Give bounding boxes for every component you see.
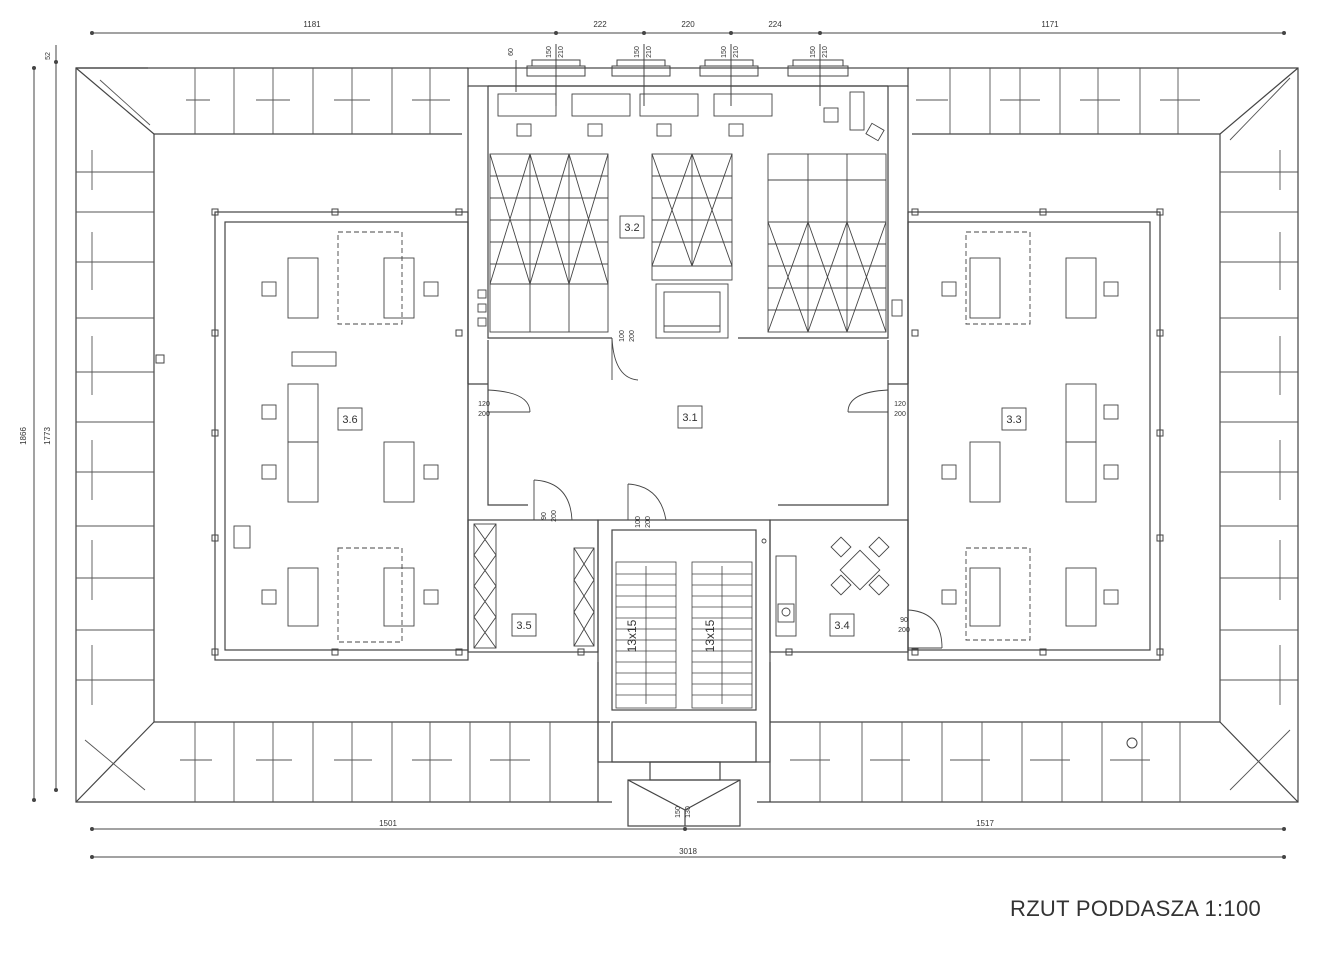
dim-top-4: 224 bbox=[768, 20, 782, 29]
roof-panels bbox=[76, 68, 1298, 802]
door-label: 120 bbox=[894, 401, 906, 408]
office-3-6-furniture bbox=[233, 231, 439, 643]
dim-bottom-total: 3018 bbox=[679, 847, 697, 856]
dim-top-1: 1181 bbox=[303, 20, 321, 29]
dim-left-outer: 1866 bbox=[19, 427, 28, 445]
dim-bottom-1: 1501 bbox=[379, 819, 397, 828]
dim-bottom-2: 1517 bbox=[976, 819, 994, 828]
window-label: 150 bbox=[634, 46, 641, 58]
doors bbox=[487, 337, 943, 649]
dim-top-2: 222 bbox=[593, 20, 607, 29]
room-label-3-2: 3.2 bbox=[624, 222, 639, 234]
door-label: 200 bbox=[898, 627, 910, 634]
room-label-3-1: 3.1 bbox=[682, 412, 697, 424]
dim-top-3: 220 bbox=[681, 20, 695, 29]
archive-furniture bbox=[477, 91, 903, 339]
door-label: 200 bbox=[645, 516, 652, 528]
room-label-3-4: 3.4 bbox=[834, 620, 849, 632]
dimension-ticks bbox=[32, 31, 1286, 859]
door-label: 200 bbox=[894, 411, 906, 418]
window-label: 60 bbox=[508, 48, 515, 56]
room-labels bbox=[337, 215, 1027, 637]
stair-label-right: 13x15 bbox=[703, 619, 717, 652]
window-label: 150 bbox=[810, 46, 817, 58]
window-labels: 60 150 210 150 210 150 210 150 210 bbox=[508, 46, 829, 58]
door-label: 200 bbox=[478, 411, 490, 418]
dim-left-inner: 1773 bbox=[43, 427, 52, 445]
window-label: 210 bbox=[646, 46, 653, 58]
office-3-3-furniture bbox=[941, 231, 1119, 641]
roof-outline bbox=[75, 67, 1299, 803]
dim-left-small: 52 bbox=[45, 52, 52, 60]
window-label: 150 bbox=[546, 46, 553, 58]
staircase bbox=[615, 561, 753, 709]
door-label: 90 bbox=[900, 617, 908, 624]
door-label: 100 bbox=[619, 330, 626, 342]
vent-icon bbox=[1126, 737, 1138, 749]
room-3-4-furniture bbox=[761, 536, 890, 637]
door-label: 150 bbox=[675, 806, 682, 818]
room-label-3-6: 3.6 bbox=[342, 414, 357, 426]
door-label: 200 bbox=[629, 330, 636, 342]
stair-label-left: 13x15 bbox=[625, 619, 639, 652]
room-3-5-furniture bbox=[473, 523, 595, 649]
dim-top-5: 1171 bbox=[1041, 20, 1059, 29]
door-label: 130 bbox=[685, 806, 692, 818]
door-label: 200 bbox=[551, 510, 558, 522]
door-labels: 120 200 120 200 100 200 90 200 100 200 9… bbox=[478, 330, 910, 818]
dimension-lines bbox=[33, 32, 1284, 858]
room-label-3-5: 3.5 bbox=[516, 620, 531, 632]
door-label: 90 bbox=[541, 512, 548, 520]
walls bbox=[214, 67, 1161, 827]
window-label: 150 bbox=[721, 46, 728, 58]
window-label: 210 bbox=[733, 46, 740, 58]
door-label: 120 bbox=[478, 401, 490, 408]
columns bbox=[155, 208, 1164, 656]
dormer-windows bbox=[515, 44, 849, 106]
door-label: 100 bbox=[635, 516, 642, 528]
plan-title: RZUT PODDASZA 1:100 bbox=[1010, 896, 1262, 921]
room-label-3-3: 3.3 bbox=[1006, 414, 1021, 426]
window-label: 210 bbox=[822, 46, 829, 58]
window-label: 210 bbox=[558, 46, 565, 58]
